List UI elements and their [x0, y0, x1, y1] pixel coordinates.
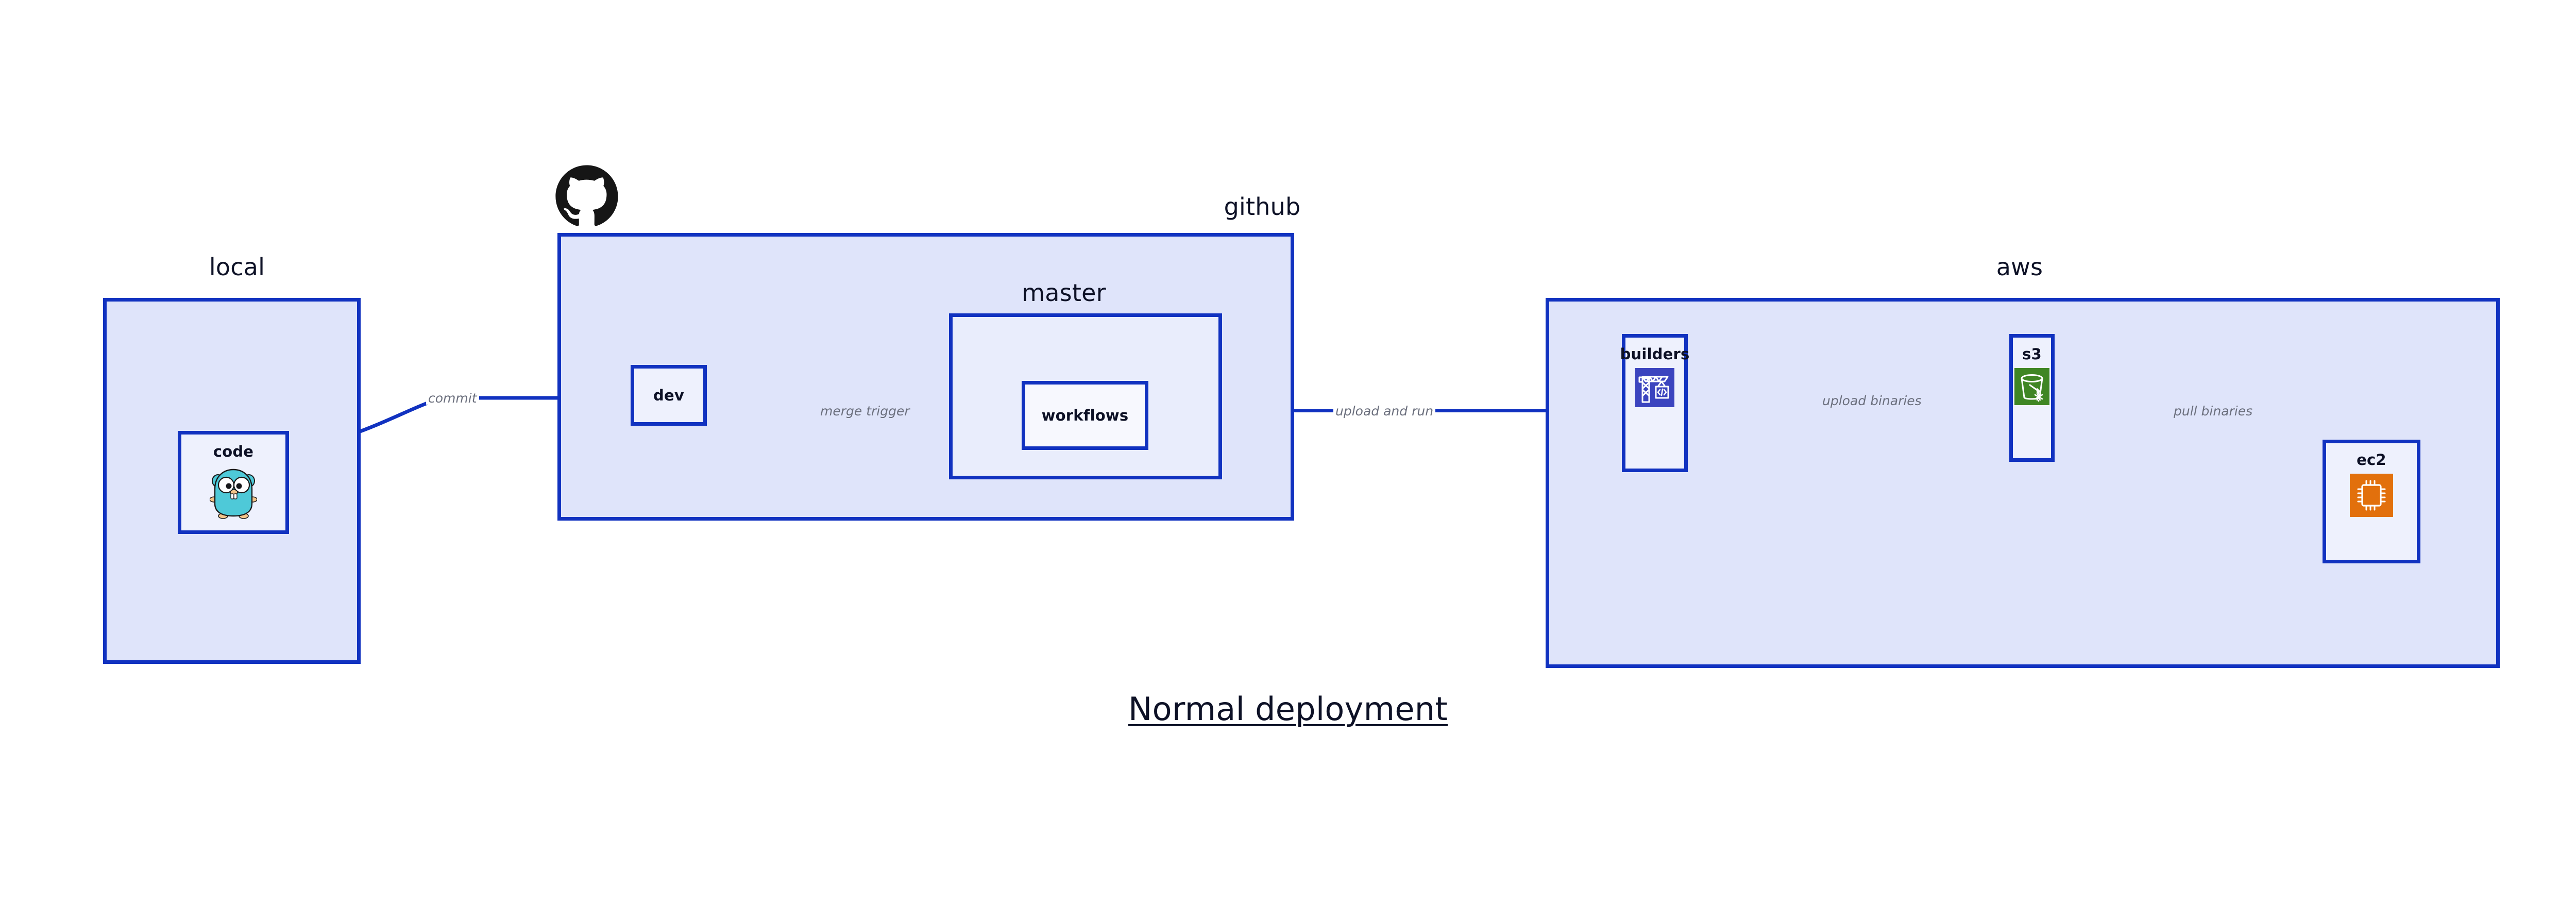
edge-label-merge-trigger: merge trigger	[818, 405, 912, 417]
node-ec2-label: ec2	[2357, 451, 2386, 469]
go-gopher-icon	[209, 465, 258, 521]
node-workflows-label: workflows	[1041, 406, 1129, 424]
aws-builders-crane-icon	[1635, 368, 1674, 409]
node-s3-label: s3	[2022, 345, 2042, 363]
edge-label-pull-binaries: pull binaries	[2172, 405, 2255, 417]
node-ec2[interactable]: ec2	[2323, 440, 2420, 563]
node-code-label: code	[213, 443, 254, 460]
node-s3[interactable]: s3	[2009, 334, 2055, 462]
edge-label-commit: commit	[426, 392, 479, 405]
node-dev[interactable]: dev	[631, 365, 707, 426]
aws-ec2-chip-icon	[2350, 474, 2393, 519]
edge-label-upload-binaries: upload binaries	[1820, 394, 1924, 407]
group-title-aws: aws	[1996, 253, 2043, 281]
node-builders[interactable]: builders	[1620, 334, 1690, 472]
node-builders-label: builders	[1620, 345, 1690, 363]
github-octocat-icon	[555, 164, 618, 227]
aws-s3-bucket-icon	[2014, 368, 2049, 407]
group-title-local: local	[209, 253, 265, 281]
edge-label-upload-and-run: upload and run	[1333, 405, 1436, 417]
node-code[interactable]: code	[178, 431, 289, 534]
node-dev-label: dev	[653, 386, 684, 404]
group-title-master: master	[1022, 279, 1106, 307]
diagram-caption: Normal deployment	[1128, 690, 1448, 728]
node-workflows[interactable]: workflows	[1022, 381, 1148, 450]
group-title-github: github	[1224, 193, 1301, 221]
